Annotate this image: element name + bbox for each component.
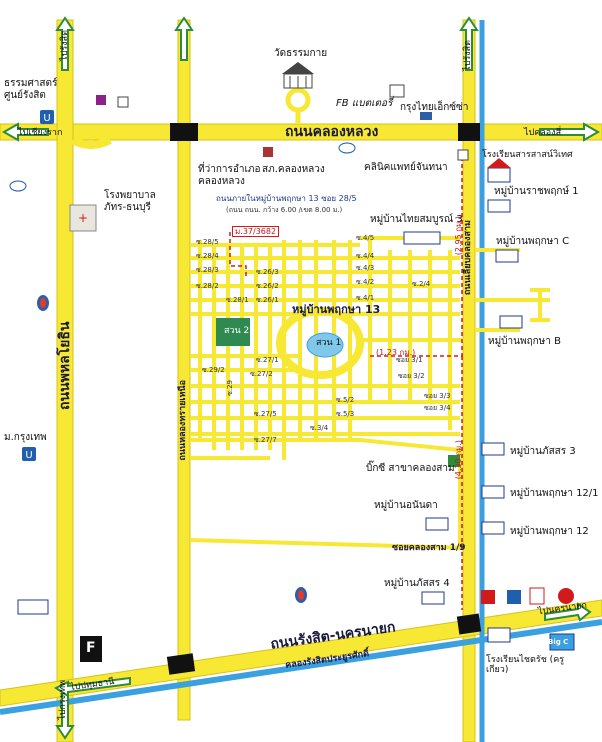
park1-label: สวน 1 bbox=[316, 338, 342, 348]
mkrungthep-label: ม.กรุงเทพ bbox=[4, 432, 47, 443]
soi-27-1: ซ.27/1 bbox=[256, 356, 279, 364]
passorn3-label: หมู่บ้านภัสสร 3 bbox=[510, 446, 576, 457]
to-khlong-si: ไปคลองสี่ bbox=[524, 128, 562, 138]
texaco-icon bbox=[558, 588, 574, 604]
passorn4-label: หมู่บ้านภัสสร 4 bbox=[384, 578, 450, 589]
soi-29: ซ.29 bbox=[226, 380, 234, 396]
pruksa12-1-label: หมู่บ้านพฤกษา 12/1 bbox=[510, 488, 599, 499]
annanda-label: หมู่บ้านอนันดา bbox=[374, 500, 438, 511]
university-icon bbox=[40, 110, 54, 124]
soi-27-5: ซ.27/5 bbox=[254, 410, 277, 418]
fb-battery-label: FB แบตเตอรี่ bbox=[336, 98, 393, 109]
soi-28-5: ซ.28/5 bbox=[196, 238, 219, 246]
soi-4-1: ซ.4/1 bbox=[356, 294, 375, 302]
house-icons bbox=[403, 167, 575, 651]
soi-3-4-right: ซอย 3/4 bbox=[424, 404, 451, 412]
soi-4-3: ซ.4/3 bbox=[356, 264, 375, 272]
school-top-label: โรงเรียนสารสาสน์วิเทศ bbox=[482, 150, 573, 160]
soi-27-7: ซ.27/7 bbox=[254, 436, 277, 444]
to-rangsit-top-right: ไปรังสิต bbox=[463, 40, 473, 71]
khlong-luang-road-label: ถนนคลองหลวง bbox=[285, 124, 379, 140]
pruksa12-label: หมู่บ้านพฤกษา 12 bbox=[510, 526, 589, 537]
soi-5-2: ซ.5/2 bbox=[336, 396, 355, 404]
wat-label: วัดธรรมกาย bbox=[274, 48, 328, 59]
place-icons: U U + bbox=[9, 62, 575, 662]
pruksa13-label: หมู่บ้านพฤกษา 13 bbox=[292, 303, 381, 316]
f-logo-icon bbox=[80, 636, 102, 662]
svg-text:+: + bbox=[78, 211, 88, 225]
hospital-label: โรงพยาบาลภัทร-ธนบุรี bbox=[104, 190, 156, 213]
distance-2: (1.23 กม.) bbox=[376, 348, 416, 357]
thaisomboon3-label: หมู่บ้านไทยสมบูรณ์ 3 bbox=[370, 214, 463, 225]
distance-1: (2.95 กม.) bbox=[454, 216, 463, 256]
soi-5-3: ซ.5/3 bbox=[336, 410, 355, 418]
header-note-subtitle: (ถนน ถนน. กว้าง 6.00 /เขต 8.00 ม.) bbox=[226, 206, 343, 214]
ratchapruk1-label: หมู่บ้านราชพฤกษ์ 1 bbox=[494, 186, 579, 197]
soi-3-2-right: ซอย 3/2 bbox=[398, 372, 425, 380]
temple-icon bbox=[282, 62, 314, 89]
to-chiang-rak: ไปเชียงราก bbox=[18, 128, 63, 138]
village-pond bbox=[276, 307, 364, 379]
soi-3-4: ซ.3/4 bbox=[310, 424, 329, 432]
soi-28-3: ซ.28/3 bbox=[196, 266, 219, 274]
mcdonalds-icon bbox=[481, 590, 495, 604]
soi-28-2: ซ.28/2 bbox=[196, 282, 219, 290]
school-bottom-label: โรงเรียนไชตรัช (ครูเกียว) bbox=[486, 655, 565, 676]
left-inner-road-label: ถนนหลองทรายเหนือ bbox=[178, 380, 188, 461]
soi-4-4: ซ.4/4 bbox=[356, 252, 375, 260]
right-inner-road-label: ถนนเลียบคลองสาม bbox=[463, 220, 473, 296]
phahon-yothin-road-label: ถนนพหลโยธิน bbox=[57, 321, 73, 411]
f-logo-text: F bbox=[86, 640, 96, 656]
hospital-icon bbox=[69, 204, 97, 232]
soi-3-3-right: ซอย 3/3 bbox=[424, 392, 451, 400]
soi-29-2: ซ.29/2 bbox=[202, 366, 225, 374]
to-rangsit-top-left: ไปรังสิต bbox=[60, 30, 70, 61]
soi-4-5: ซ.4/5 bbox=[356, 234, 375, 242]
pruksaB-label: หมู่บ้านพฤกษา B bbox=[488, 336, 561, 347]
target-label: ม.37/3682 bbox=[232, 226, 280, 238]
krungthai-label: กรุงไทยเอ็กซ์ซ่า bbox=[400, 102, 469, 113]
clinic-label: คลินิคแพทย์จันทนา bbox=[364, 162, 448, 173]
soi-26-3: ซ.26/3 bbox=[256, 268, 279, 276]
soi-28-4: ซ.28/4 bbox=[196, 252, 219, 260]
soi-4-2: ซ.4/2 bbox=[356, 278, 375, 286]
park-2-area bbox=[216, 318, 250, 346]
route-line bbox=[229, 160, 463, 610]
soi-26-2: ซ.26/2 bbox=[256, 282, 279, 290]
dhammasat-label: ธรรมศาสตร์ศูนย์รังสิต bbox=[4, 78, 58, 101]
intersections bbox=[166, 87, 482, 675]
soi-26-1: ซ.26/1 bbox=[256, 296, 279, 304]
svg-text:U: U bbox=[25, 450, 32, 461]
header-note-title: ถนนภายในหมู่บ้านพฤกษา 13 ซอย 28/5 bbox=[216, 194, 357, 203]
pruksaC-label: หมู่บ้านพฤกษา C bbox=[496, 236, 570, 247]
university-icon-2 bbox=[22, 447, 36, 461]
direction-arrows bbox=[1, 16, 601, 740]
soi-27-2: ซ.27/2 bbox=[250, 370, 273, 378]
bigc-icon bbox=[448, 455, 460, 467]
bigc-logo-text: Big C bbox=[548, 638, 569, 646]
svg-text:U: U bbox=[43, 113, 50, 124]
soi-2-4: ซ.2/4 bbox=[412, 280, 431, 288]
soi-khlong-sam-label: ซอยคลองสาม 1/9 bbox=[392, 543, 466, 553]
park2-label: สวน 2 bbox=[224, 326, 250, 336]
main-roads bbox=[0, 19, 602, 742]
soi-28-1: ซ.28/1 bbox=[226, 296, 249, 304]
distance-3: (4.30 กม.) bbox=[454, 440, 463, 480]
district-office-label: ที่ว่าการอำเภอ คลองหลวง bbox=[198, 164, 261, 187]
to-bangkok: ไปกรุงเทพ bbox=[58, 680, 68, 720]
police-label: สภ.คลองหลวง bbox=[262, 164, 325, 175]
bigc-label: บิ๊กซี สาขาคลองสาม bbox=[366, 463, 455, 474]
soi-3-1-right: ซอย 3/1 bbox=[396, 356, 423, 364]
